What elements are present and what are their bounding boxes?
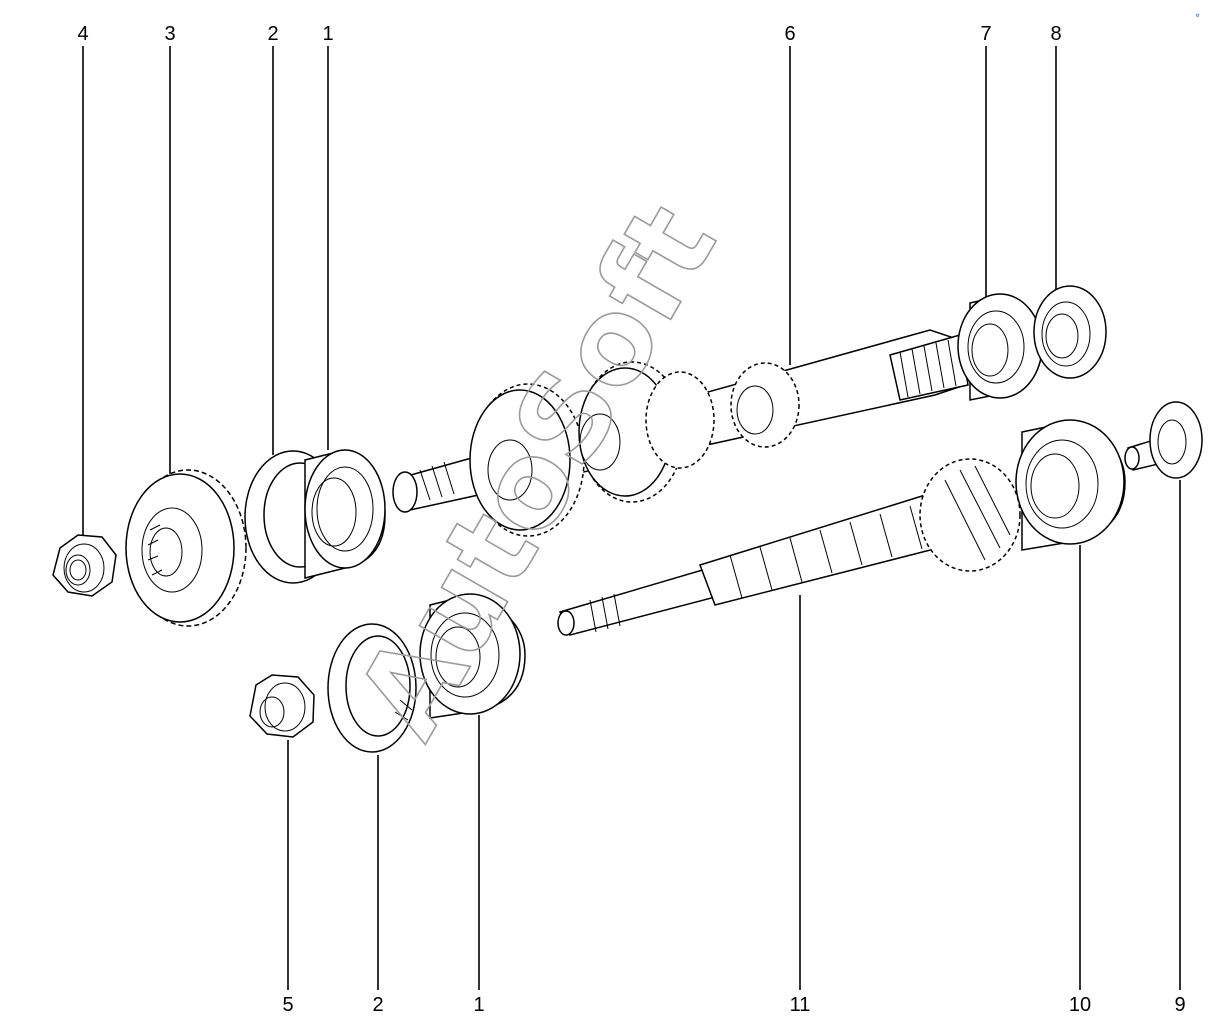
leader-lines (82, 46, 1181, 990)
callouts-bottom: 5 2 1 11 10 9 (282, 994, 1185, 1016)
gear-shaft-part-6 (392, 329, 969, 537)
snap-ring-part-2-lower (327, 623, 417, 753)
autosoft-watermark: AutoSoft (330, 182, 743, 759)
callout-bottom-5: 5 (282, 994, 293, 1016)
nut-part-4 (52, 534, 117, 597)
bearing-part-7 (957, 293, 1043, 401)
callout-top-6: 6 (784, 23, 795, 45)
seal-ring-part-8 (1033, 285, 1107, 379)
callout-bottom-10: 10 (1069, 994, 1091, 1016)
callout-top-4: 4 (77, 23, 88, 45)
callout-top-3: 3 (164, 23, 175, 45)
callouts-top: 4 3 2 1 6 7 8 (77, 23, 1061, 45)
bearing-part-1-lower (419, 593, 526, 719)
callout-bottom-11: 11 (790, 994, 811, 1016)
callout-top-7: 7 (980, 23, 991, 45)
callout-bottom-9: 9 (1174, 994, 1185, 1016)
secondary-shaft-part-11 (557, 458, 1021, 636)
callout-top-8: 8 (1050, 23, 1061, 45)
callout-top-2: 2 (267, 23, 278, 45)
callout-bottom-1: 1 (473, 994, 484, 1016)
nut-part-5 (249, 674, 315, 738)
bearing-part-1-upper (304, 449, 386, 579)
bearing-part-10 (1015, 419, 1126, 551)
gear-part-3 (125, 469, 247, 627)
callout-bottom-2: 2 (372, 994, 383, 1016)
corner-watermark-mark: ⚬ (1193, 10, 1205, 22)
pin-part-9 (1124, 401, 1203, 479)
callout-top-1: 1 (322, 23, 333, 45)
